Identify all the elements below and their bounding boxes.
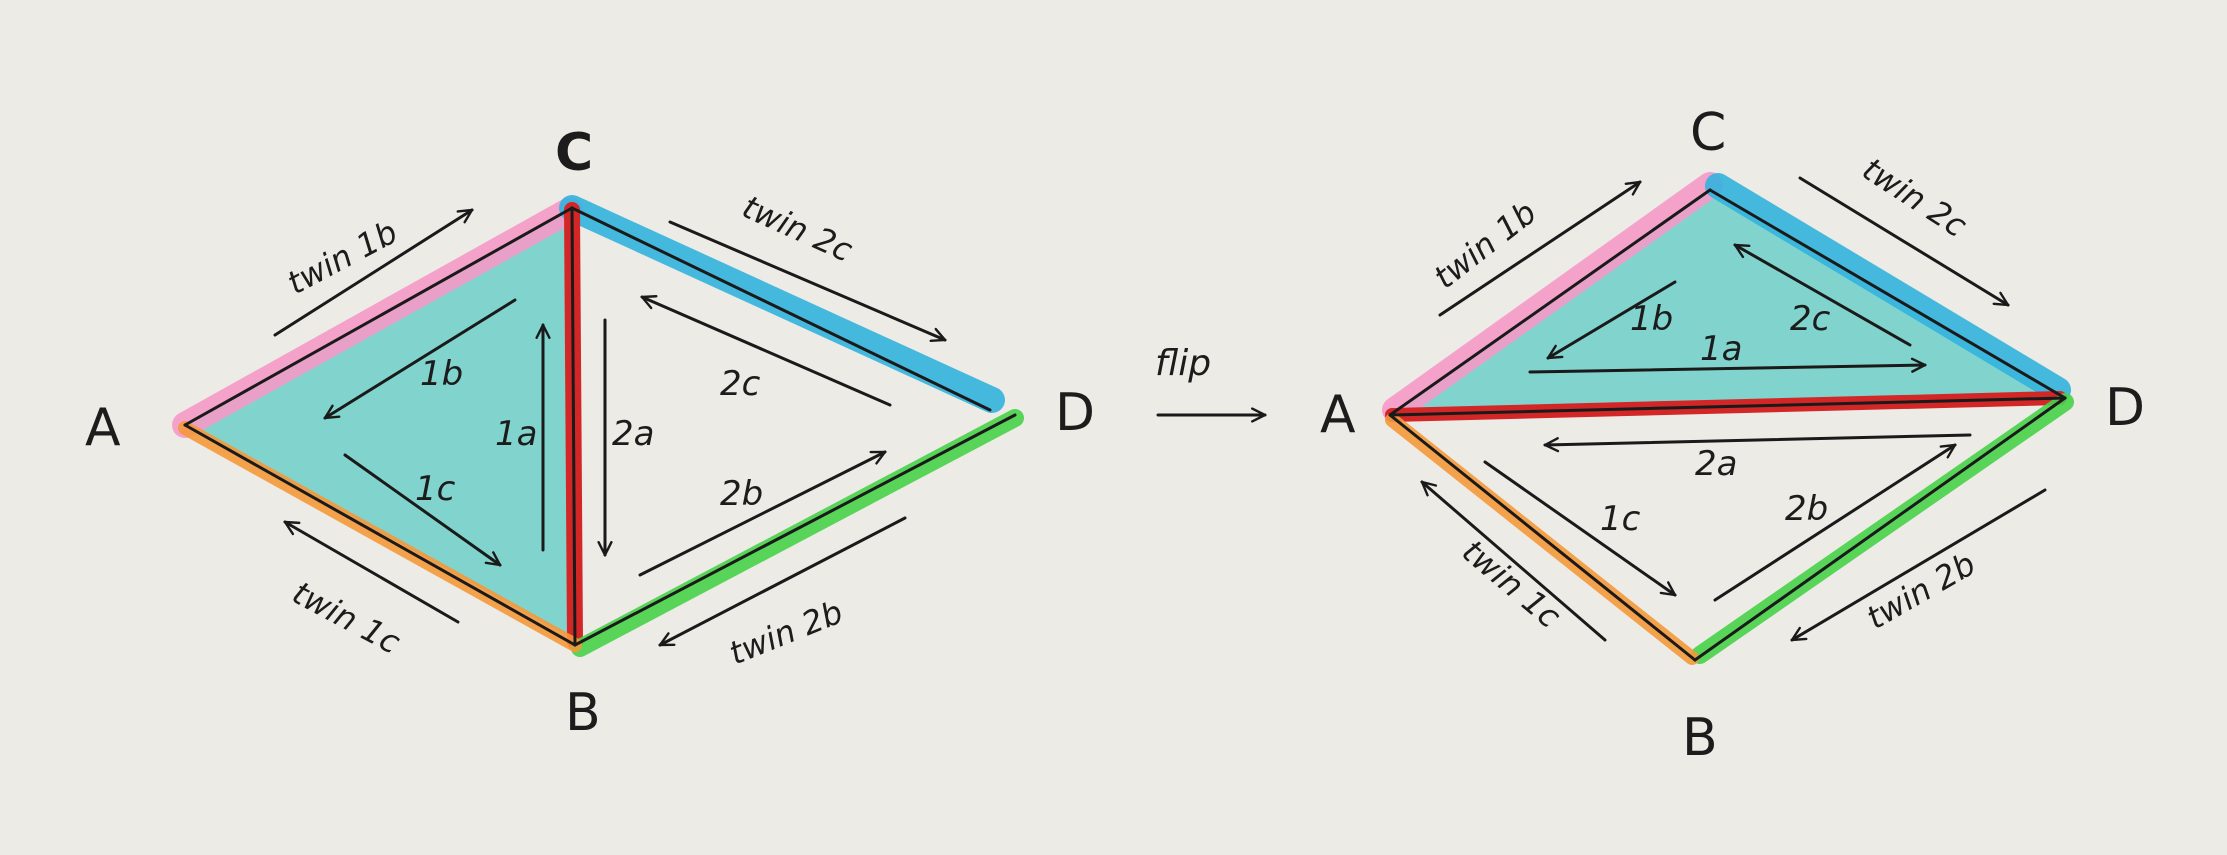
left-arrow-2c (642, 297, 892, 407)
right-edge-cd-blue (1705, 173, 2071, 403)
right-twin-1b-label: twin 1b (1427, 193, 1544, 296)
left-edge-cd-blue (559, 195, 1005, 413)
flip-label: flip (1155, 343, 1211, 384)
right-arrow-twin-1b (1438, 180, 1640, 317)
left-label-2a: 2a (612, 414, 654, 454)
left-label-1b: 1b (420, 354, 463, 394)
left-arrow-1b (325, 298, 517, 420)
right-label-2a: 2a (1695, 444, 1737, 484)
right-vertex-b: B (1682, 708, 1718, 768)
right-edges (1388, 188, 2067, 662)
right-label-1c: 1c (1600, 499, 1641, 539)
left-arrow-1c (343, 453, 500, 565)
left-edges (183, 206, 1017, 647)
right-twin-2c-label: twin 2c (1856, 150, 1974, 245)
right-arrow-2a (1545, 433, 1972, 445)
right-label-2b: 2b (1785, 489, 1828, 529)
right-arrow-twin-2b (1792, 488, 2047, 642)
left-edge-bd-green (571, 409, 1024, 657)
left-vertex-d: D (1055, 383, 1095, 443)
left-diagram: A C B D 1b 1a 1c 2a 2c 2b twin 1b twin 2… (85, 123, 1095, 743)
left-arrow-twin-1b (273, 208, 472, 337)
right-diagram: A C B D 1b 2c 1a 2a 1c 2b twin 1b twin 2… (1320, 103, 2145, 768)
right-vertex-a: A (1320, 385, 1356, 445)
left-label-1a: 1a (495, 414, 537, 454)
left-arrow-twin-2c (668, 220, 945, 340)
left-vertex-b: B (565, 683, 601, 743)
right-arrow-2c (1735, 243, 1912, 347)
left-twin-1b-label: twin 1b (281, 213, 404, 302)
right-arrow-twin-1c (1422, 482, 1607, 642)
right-label-1b: 1b (1630, 299, 1673, 339)
right-arrow-2b (1713, 443, 1955, 602)
right-arrow-1b (1548, 280, 1677, 360)
left-face-abc-fill (185, 210, 575, 640)
right-vertex-d: D (2105, 378, 2145, 438)
right-arrow-1a (1528, 365, 1925, 374)
flip-transition: flip (1155, 343, 1265, 415)
right-label-1a: 1a (1700, 329, 1742, 369)
left-twin-2b-label: twin 2b (724, 593, 848, 673)
left-vertex-a: A (85, 398, 121, 458)
right-vertex-c: C (1690, 103, 1726, 163)
left-arrow-twin-2b (660, 516, 907, 647)
right-arrow-twin-2c (1798, 176, 2008, 307)
left-arrow-2b (638, 450, 885, 577)
left-label-1c: 1c (415, 469, 456, 509)
left-twin-1c-label: twin 1c (286, 574, 407, 662)
right-edge-ac-pink (1382, 172, 1723, 423)
left-label-2c: 2c (720, 364, 761, 404)
right-arrow-1c (1483, 460, 1675, 595)
left-label-2b: 2b (720, 474, 763, 514)
right-label-2c: 2c (1790, 299, 1831, 339)
left-vertex-c: C (555, 123, 593, 183)
right-twin-2b-label: twin 2b (1860, 545, 1982, 637)
left-arrow-twin-1c (285, 520, 460, 624)
